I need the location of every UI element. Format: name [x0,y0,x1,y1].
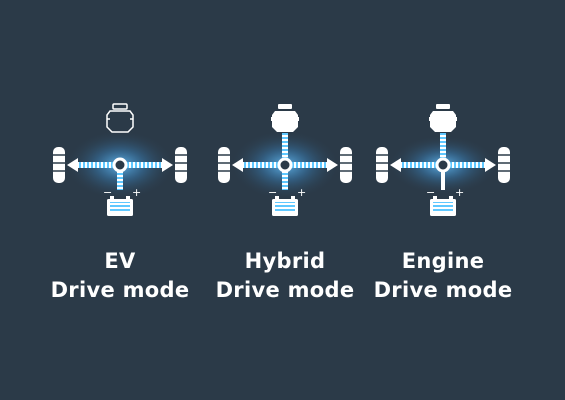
battery-icon: − + [268,186,306,216]
engine-icon [271,104,299,132]
battery-icon: − + [426,186,464,216]
battery-flow [282,168,288,190]
mode-label: Hybrid Drive mode [200,247,370,305]
svg-text:+: + [132,186,141,199]
left-wheel-icon [218,147,230,183]
mode-hybrid: − + Hybrid Drive mode [210,95,360,305]
power-hub-icon [112,157,128,173]
right-wheel-icon [498,147,510,183]
mode-subtitle: Drive mode [50,278,190,302]
engine-icon [429,104,457,132]
svg-text:+: + [455,186,464,199]
mode-engine: − + Engine Drive mode [368,95,518,305]
mode-ev: − + EV Drive mode [45,95,195,305]
battery-icon: − + [103,186,141,216]
ev-powertrain-diagram: − + [53,103,187,216]
mode-subtitle: Drive mode [373,278,513,302]
mode-title: Hybrid [244,249,326,273]
engine-icon [106,103,134,133]
left-wheel-icon [376,147,388,183]
svg-text:−: − [426,186,435,199]
mode-label: Engine Drive mode [358,247,528,305]
svg-text:−: − [268,186,277,199]
engine-powertrain-diagram: − + [376,104,510,216]
battery-flow [117,168,123,190]
mode-title: Engine [401,249,485,273]
mode-label: EV Drive mode [35,247,205,305]
svg-text:−: − [103,186,112,199]
power-hub-icon [277,157,293,173]
battery-link [441,171,445,190]
svg-text:+: + [297,186,306,199]
mode-title: EV [104,249,136,273]
right-wheel-icon [340,147,352,183]
right-wheel-icon [175,147,187,183]
left-wheel-icon [53,147,65,183]
hybrid-powertrain-diagram: − + [218,104,352,216]
mode-subtitle: Drive mode [215,278,355,302]
engine-flow [440,133,446,163]
power-hub-icon [435,157,451,173]
engine-flow [282,133,288,163]
